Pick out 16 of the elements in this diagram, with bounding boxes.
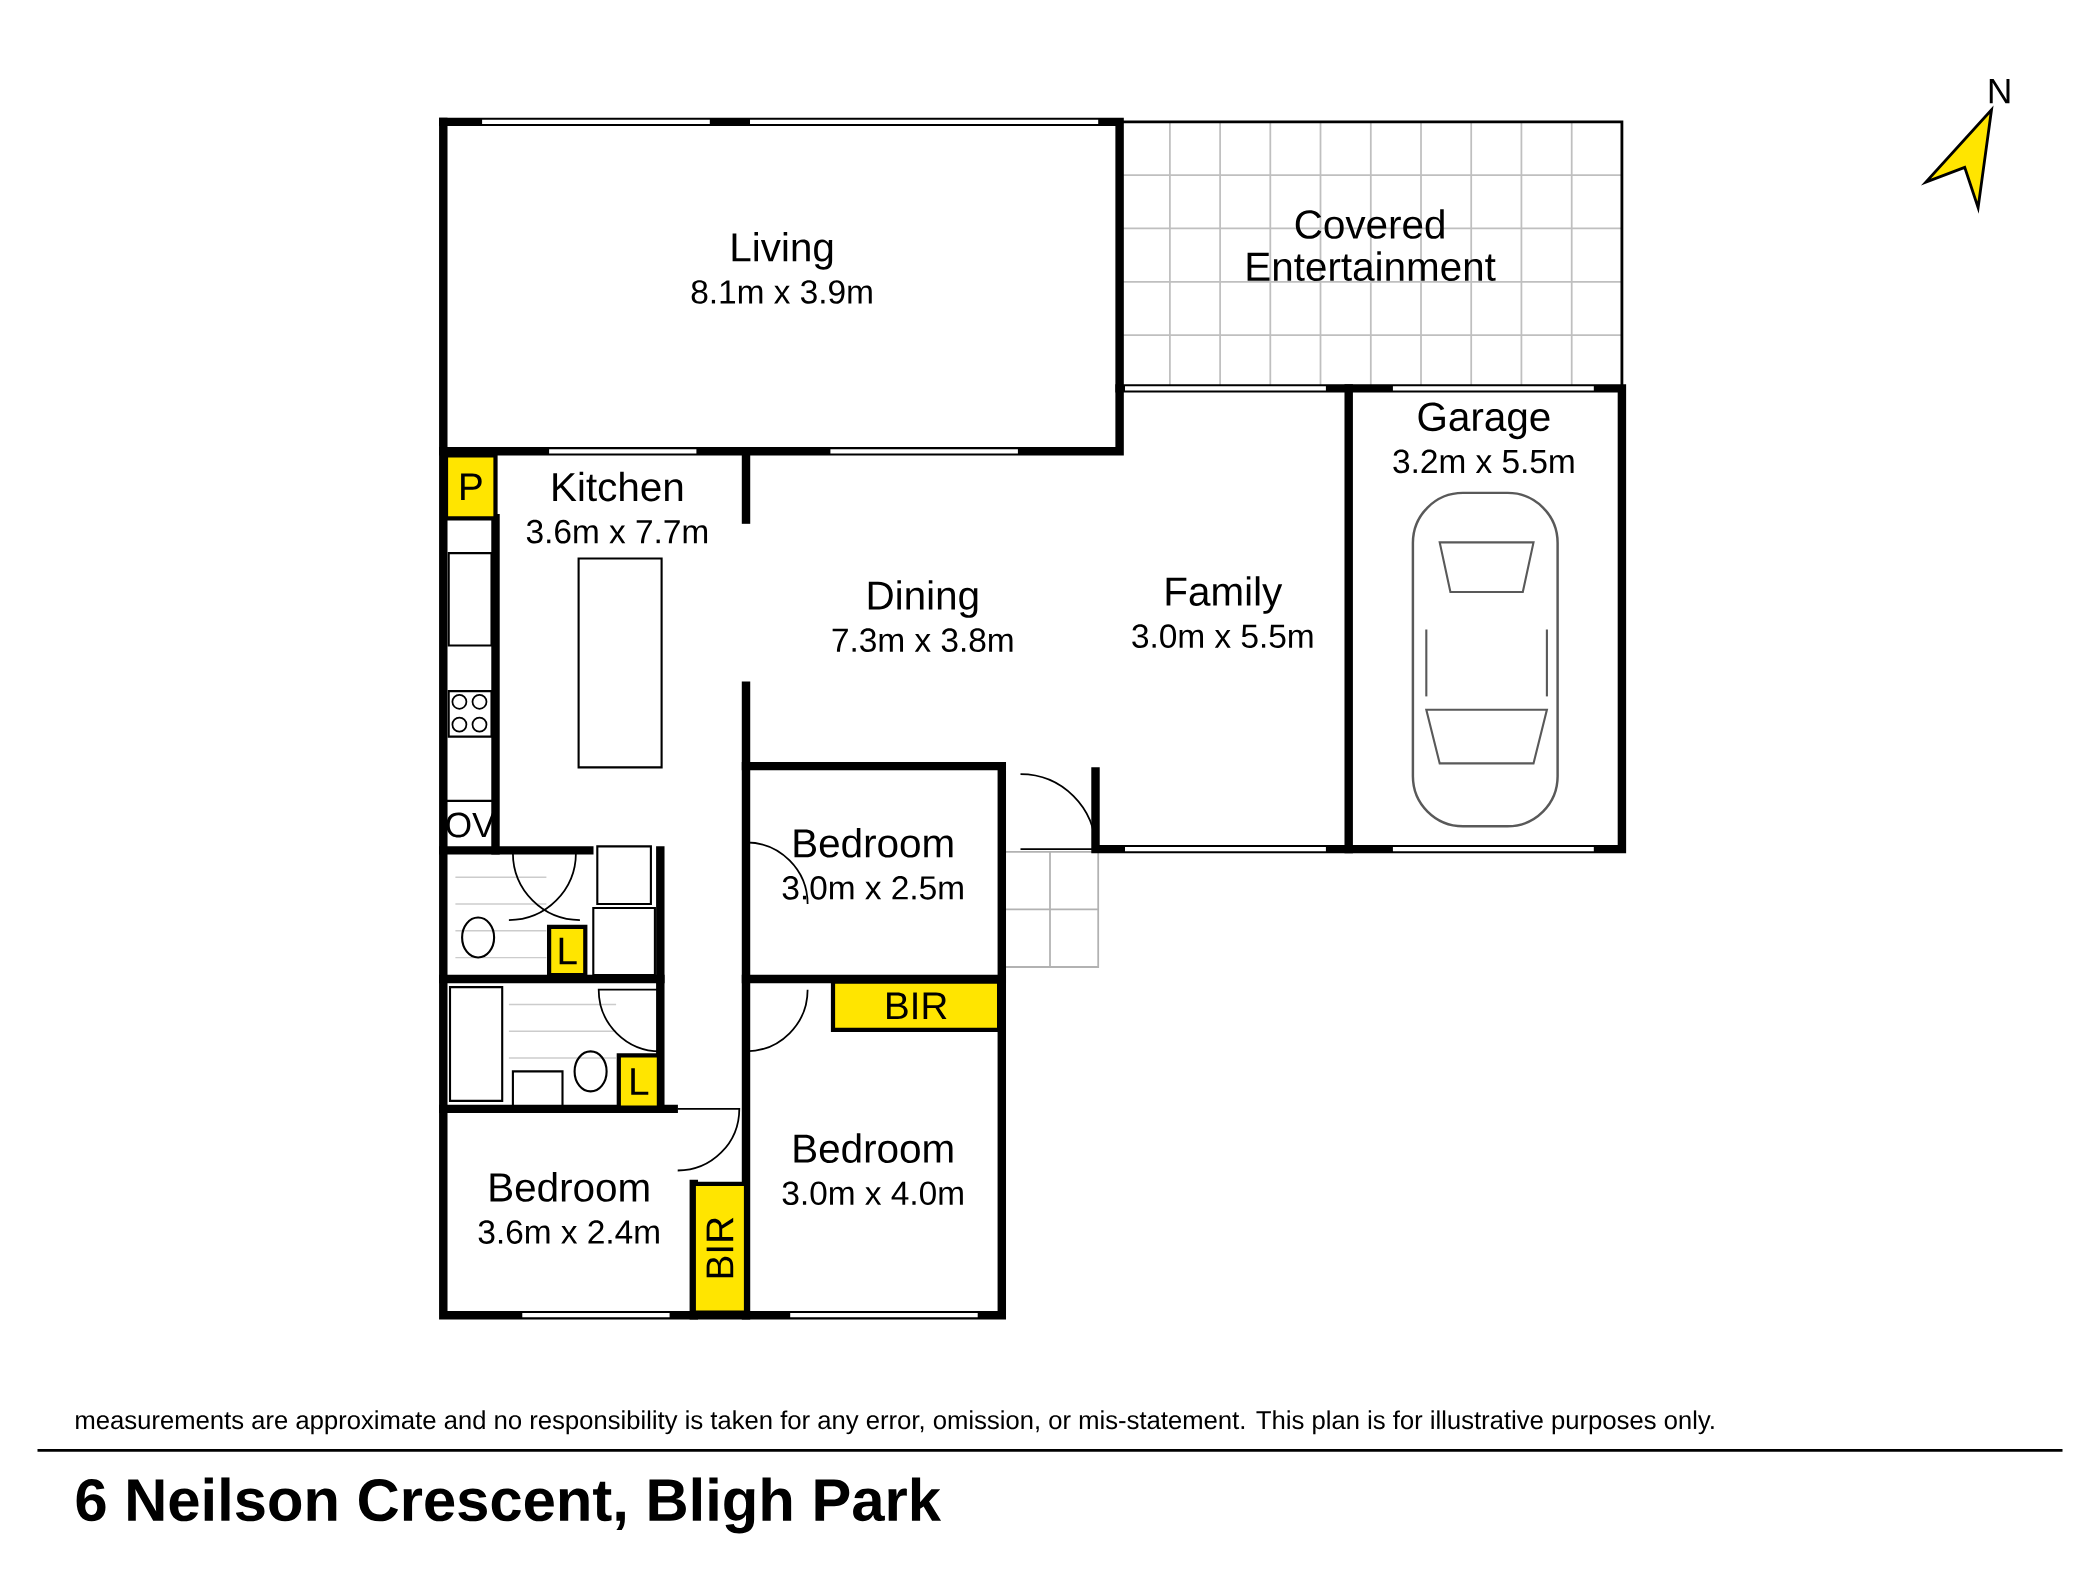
room-label: Kitchen 3.6m x 7.7m bbox=[526, 471, 708, 544]
room-label: Dining 7.3m x 3.8m bbox=[832, 580, 1013, 652]
room-label: Covered Entertainment bbox=[1247, 209, 1496, 281]
storage-label: L bbox=[616, 1053, 661, 1110]
room-label: Living 8.1m x 3.9m bbox=[691, 232, 872, 304]
storage-label: BIR bbox=[830, 979, 1002, 1032]
storage-label: P bbox=[443, 453, 498, 521]
storage-label: L bbox=[547, 924, 588, 978]
room-label: Garage 3.2m x 5.5m bbox=[1393, 402, 1574, 474]
disclaimer: measurements are approximate and no responsibility is taken for any error, omission, or mis-statement. This plan is for illustrative purposes only. bbox=[76, 1410, 1714, 1435]
room-label: Bedroom 3.6m x 2.4m bbox=[478, 1172, 659, 1244]
room-label: Bedroom 3.0m x 4.0m bbox=[782, 1133, 963, 1206]
north-label: N bbox=[1989, 79, 2010, 104]
address-title: 6 Neilson Crescent, Bligh Park bbox=[76, 1477, 942, 1534]
storage-label: BIR bbox=[691, 1181, 749, 1315]
room-label: Family 3.0m x 5.5m bbox=[1132, 576, 1313, 648]
